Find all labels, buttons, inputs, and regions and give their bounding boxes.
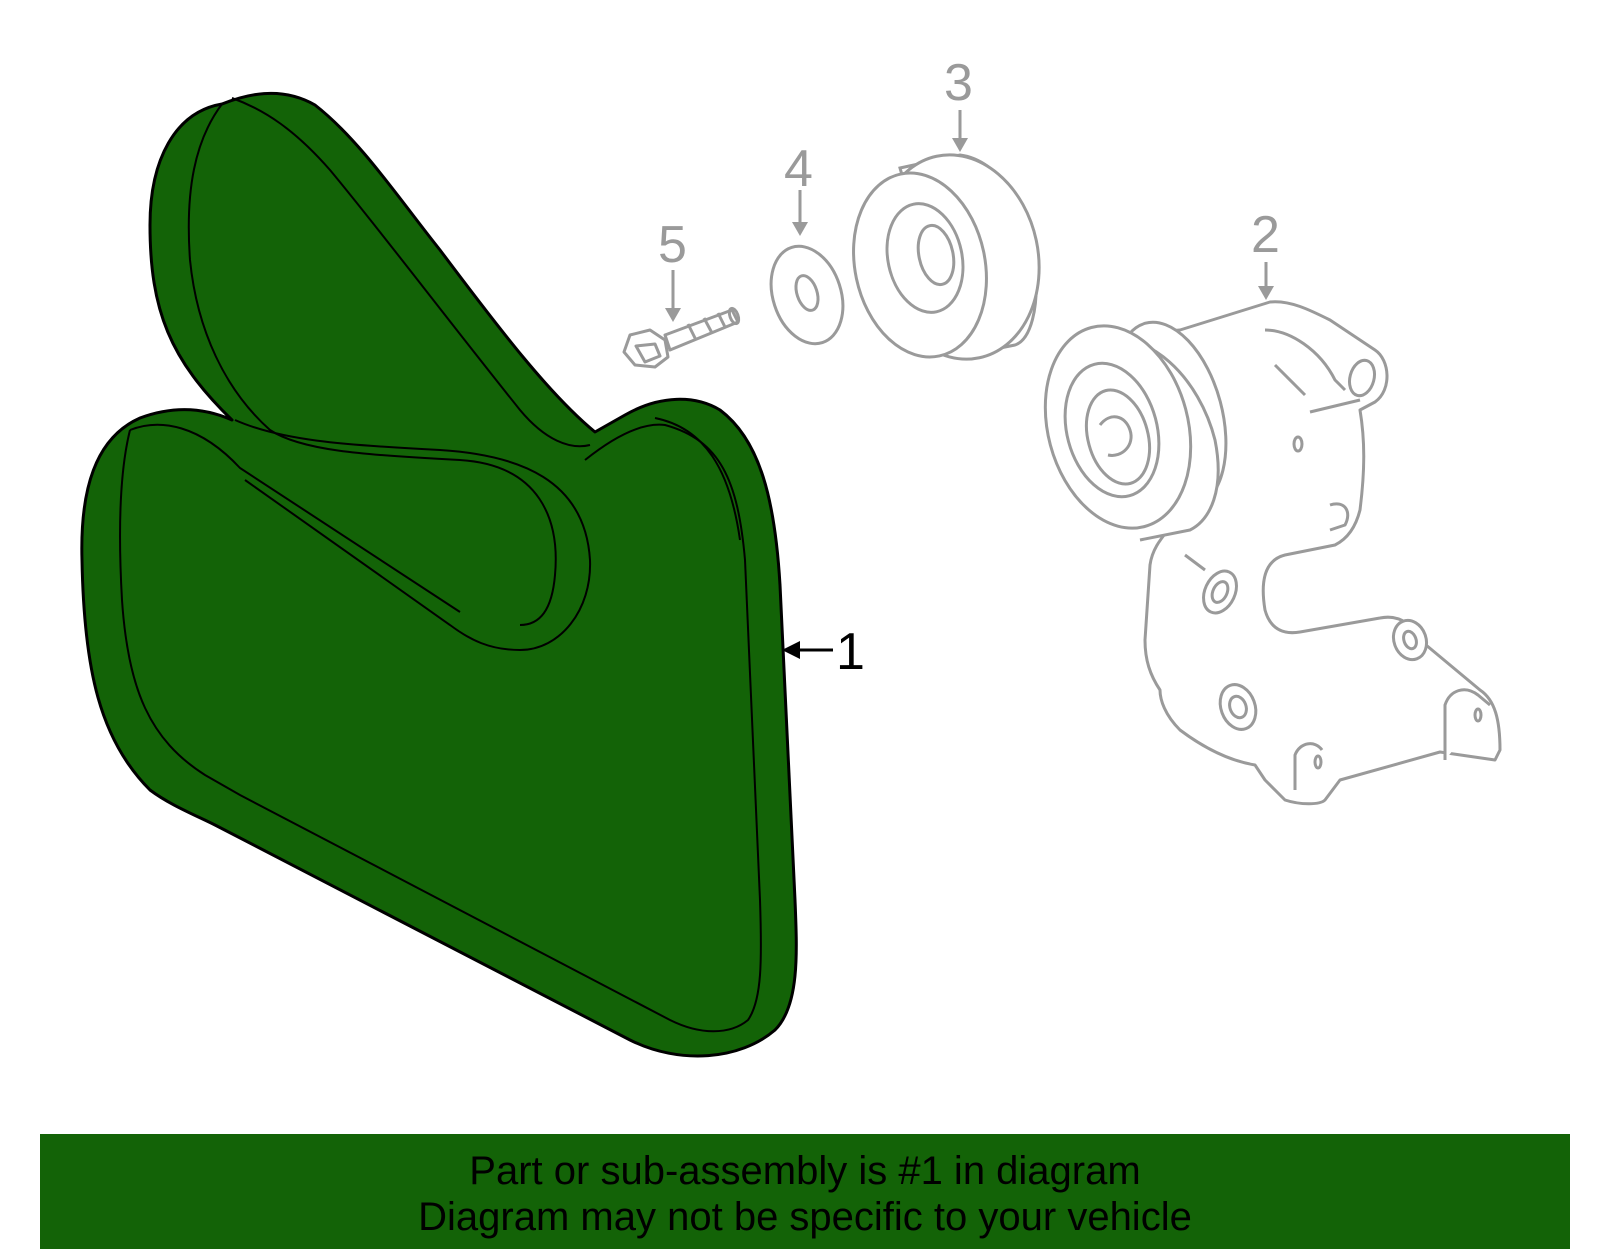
callout-4: 4 <box>784 140 813 236</box>
callout-5-label: 5 <box>658 216 687 274</box>
belt-lower-loop-edge <box>119 423 762 1033</box>
bolt-part[interactable] <box>622 306 741 369</box>
callout-3: 3 <box>944 54 973 152</box>
callout-1: 1 <box>782 623 865 681</box>
diagram-note-banner: Part or sub-assembly is #1 in diagram Di… <box>40 1134 1570 1249</box>
belt-upper-loop-edge <box>187 103 557 626</box>
belt-top-band-edge <box>234 419 592 652</box>
callout-3-label: 3 <box>944 54 973 112</box>
idler-pulley-part[interactable] <box>837 140 1058 375</box>
callout-1-label: 1 <box>836 623 865 681</box>
callout-4-label: 4 <box>784 140 813 198</box>
callout-2-label: 2 <box>1251 206 1280 264</box>
tensioner-part[interactable] <box>1024 300 1502 806</box>
banner-line-1: Part or sub-assembly is #1 in diagram <box>469 1149 1141 1193</box>
belt-lower-right-edge <box>654 417 741 541</box>
belt-part[interactable] <box>80 91 798 1058</box>
banner-line-2: Diagram may not be specific to your vehi… <box>418 1195 1192 1239</box>
callout-2: 2 <box>1251 206 1280 300</box>
callout-5: 5 <box>658 216 687 322</box>
belt-lower-loop-top-edge <box>129 423 461 613</box>
washer-part[interactable] <box>759 237 855 353</box>
belt-upper-loop-outer-edge <box>231 97 591 448</box>
belt-outer-shape <box>80 91 798 1058</box>
